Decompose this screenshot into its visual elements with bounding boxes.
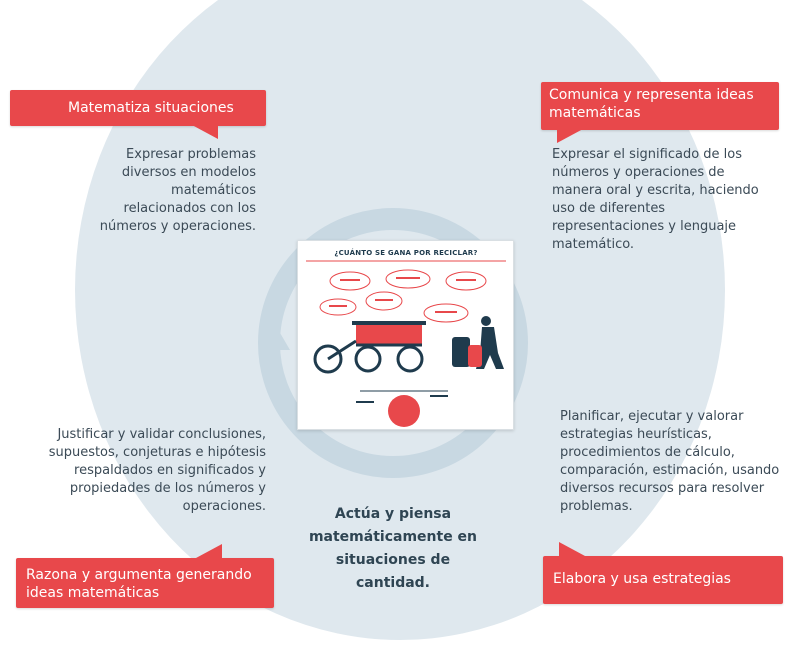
description-razona: Justificar y validar conclusiones, supue…: [48, 427, 266, 514]
banner-matematiza: Matematiza situaciones: [10, 90, 266, 139]
cycle-arrow-icon: [262, 326, 290, 350]
poster-title: ¿CUÁNTO SE GANA POR RECICLAR?: [334, 249, 478, 257]
banner-elabora-label: Elabora y usa estrategias: [553, 571, 731, 587]
banner-tail: [557, 129, 583, 143]
banner-tail: [559, 542, 585, 556]
banner-tail: [192, 125, 218, 139]
poster-illustration: [306, 260, 506, 427]
description-matematiza: Expresar problemas diversos en modelos m…: [99, 147, 256, 234]
banner-razona: Razona y argumenta generando ideas matem…: [16, 544, 274, 608]
recycling-poster-image: ¿CUÁNTO SE GANA POR RECICLAR?: [297, 240, 514, 430]
banner-razona-label: Razona y argumenta generando ideas matem…: [26, 567, 252, 601]
banner-matematiza-label: Matematiza situaciones: [68, 100, 234, 116]
description-elabora: Planificar, ejecutar y valorar estrategi…: [560, 409, 780, 514]
banner-tail: [196, 544, 222, 558]
banner-elabora: Elabora y usa estrategias: [543, 542, 783, 604]
banner-comunica-label: Comunica y representa ideas matemáticas: [549, 87, 754, 121]
description-comunica: Expresar el significado de los números y…: [552, 147, 759, 252]
banner-comunica: Comunica y representa ideas matemáticas: [541, 82, 779, 143]
center-caption: Actúa y piensa matemáticamente en situac…: [308, 506, 478, 591]
